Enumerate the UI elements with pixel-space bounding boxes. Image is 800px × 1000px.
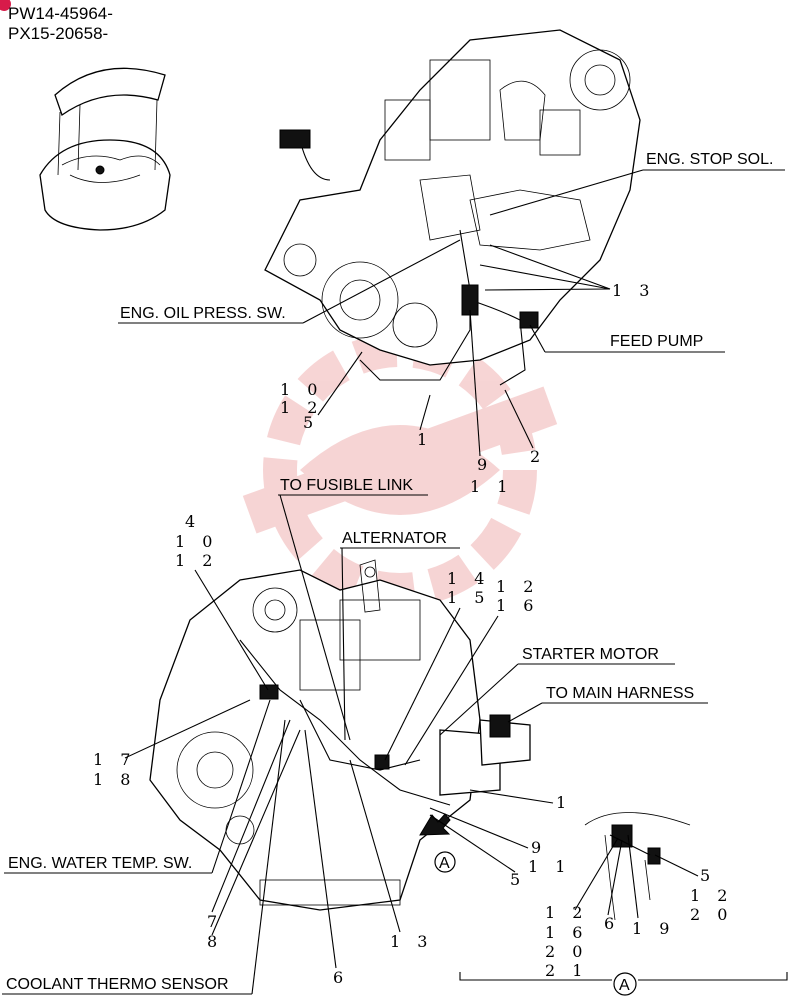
- part-number: 1 8: [93, 770, 136, 789]
- label-eng-stop-sol: ENG. STOP SOL.: [646, 151, 773, 168]
- view-a-marker-label: A: [439, 855, 450, 872]
- view-a-detail: [584, 812, 691, 921]
- part-number: 2 1: [545, 961, 588, 980]
- part-number: 4: [185, 512, 201, 531]
- label-starter-motor: STARTER MOTOR: [522, 646, 659, 663]
- part-number: 1 6: [496, 596, 539, 615]
- view-a-detail-marker: [613, 972, 637, 996]
- part-number: 1 3: [612, 281, 655, 300]
- label-alternator: ALTERNATOR: [342, 530, 447, 547]
- view-a-marker: [434, 851, 456, 873]
- part-number: 1 2: [175, 551, 218, 570]
- machine-cab-thumbnail: [39, 67, 171, 231]
- part-number: 1 0: [175, 532, 218, 551]
- corner-marker-icon: [0, 0, 11, 11]
- part-number: 1 2: [545, 903, 588, 922]
- part-number: 6: [333, 968, 349, 987]
- part-number: 7: [207, 912, 223, 931]
- part-number: 2: [530, 447, 546, 466]
- label-eng-oil-press-sw: ENG. OIL PRESS. SW.: [120, 305, 286, 322]
- part-number: 1: [417, 430, 433, 449]
- part-number: 1 2: [496, 577, 539, 596]
- view-a-detail-marker-label: A: [619, 977, 630, 994]
- label-feed-pump: FEED PUMP: [610, 333, 703, 350]
- part-number: 1 2: [280, 398, 323, 417]
- label-to-main-harness: TO MAIN HARNESS: [546, 685, 694, 702]
- part-number: 5: [700, 866, 716, 885]
- part-number: 2 0: [545, 942, 588, 961]
- part-number: 1 7: [93, 750, 136, 769]
- part-number: 1 9: [632, 919, 675, 938]
- part-number: 1 5: [447, 588, 490, 607]
- part-number: 1: [556, 793, 572, 812]
- part-number: 1 4: [447, 569, 490, 588]
- part-number: 1 2: [690, 886, 733, 905]
- label-coolant-thermo-sensor: COOLANT THERMO SENSOR: [6, 976, 229, 993]
- part-number: 6: [604, 914, 620, 933]
- part-number: 1 1: [470, 477, 513, 496]
- part-number: 1 1: [528, 857, 571, 876]
- serial-2: PX15-20658-: [8, 24, 108, 43]
- part-number: 9: [477, 455, 493, 474]
- part-number: 1 0: [280, 380, 323, 399]
- part-number: 9: [531, 838, 547, 857]
- part-number: 5: [303, 413, 319, 432]
- label-eng-water-temp-sw: ENG. WATER TEMP. SW.: [8, 855, 192, 872]
- serial-1: PW14-45964-: [8, 4, 113, 23]
- top-engine-illustration: [264, 29, 641, 386]
- part-number: 5: [510, 870, 526, 889]
- part-number: 8: [207, 932, 223, 951]
- part-number: 1 3: [390, 932, 433, 951]
- label-to-fusible-link: TO FUSIBLE LINK: [280, 477, 413, 494]
- part-number: 1 6: [545, 923, 588, 942]
- part-number: 2 0: [690, 905, 733, 924]
- bottom-engine-illustration: [149, 559, 531, 911]
